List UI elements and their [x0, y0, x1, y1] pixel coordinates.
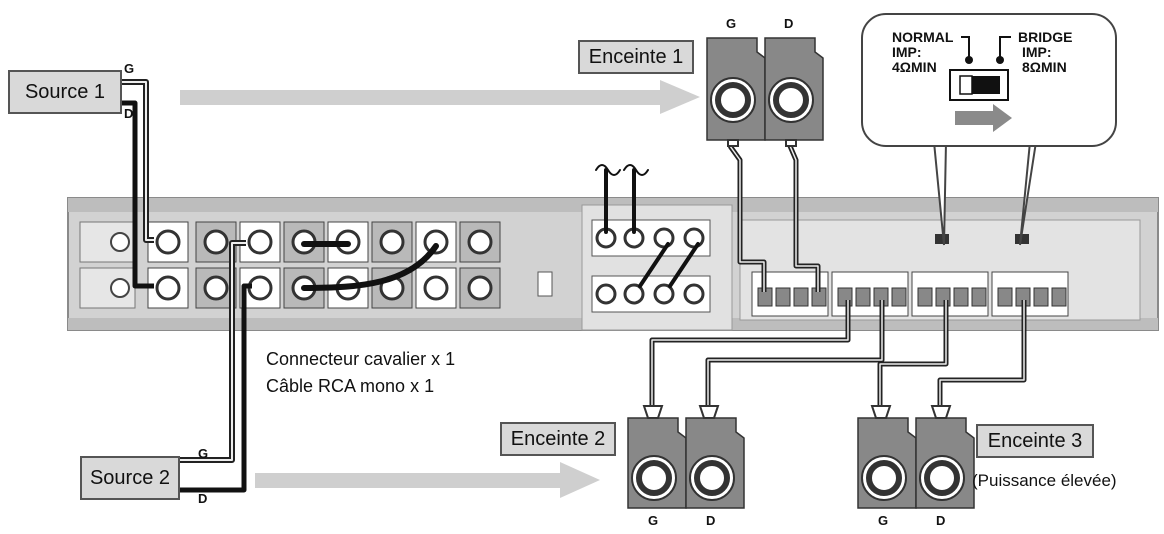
cable-source1 [120, 79, 154, 289]
bridge-imp-value: 8ΩMIN [1022, 59, 1067, 75]
speaker-2-right-channel: D [706, 513, 716, 528]
bridge-switch-callout [861, 13, 1117, 246]
amplifier-rear-panel [67, 197, 1159, 331]
source-2-box: Source 2 [80, 456, 180, 500]
flow-arrow-source2-to-speaker2 [255, 462, 600, 498]
speaker-2-left-channel: G [648, 513, 659, 528]
source-2-right-label: D [198, 491, 208, 506]
source-1-box: Source 1 [8, 70, 122, 114]
flow-arrow-source1-to-speaker1 [180, 80, 700, 114]
source-1-right-label: D [124, 106, 134, 121]
normal-imp-value: 4ΩMIN [892, 59, 937, 75]
jumpers [301, 164, 700, 291]
speaker-3-right [915, 417, 975, 509]
speaker-3-left [857, 417, 917, 509]
speaker-1-right-channel: D [784, 16, 794, 31]
cable-source2 [178, 240, 252, 493]
speaker-1-right [764, 37, 824, 141]
speaker-3-left-channel: G [878, 513, 889, 528]
accessory-line-1: Connecteur cavalier x 1 [266, 349, 456, 369]
bridge-imp-label: IMP: [1022, 44, 1052, 60]
speaker-3-right-channel: D [936, 513, 946, 528]
speaker-3-label: Enceinte 3 [976, 424, 1094, 458]
speaker-2-left [627, 417, 687, 509]
source-1-left-label: G [124, 61, 135, 76]
speaker-1-left-channel: G [726, 16, 737, 31]
speaker-2-right [685, 417, 745, 509]
speaker-2-label: Enceinte 2 [500, 422, 616, 456]
speaker-1-left [706, 37, 766, 141]
speaker-cables [649, 144, 1027, 406]
speaker-3-note: (Puissance élevée) [972, 471, 1117, 490]
speaker-terminals [751, 234, 1069, 317]
source-2-left-label: G [198, 446, 209, 461]
preout-jacks [537, 219, 711, 313]
normal-imp-label: IMP: [892, 44, 922, 60]
bridge-label: BRIDGE [1018, 29, 1073, 45]
accessory-line-2: Câble RCA mono x 1 [266, 376, 435, 396]
speaker-connectors [642, 139, 952, 419]
speaker-1-label: Enceinte 1 [578, 40, 694, 74]
normal-label: NORMAL [892, 29, 954, 45]
